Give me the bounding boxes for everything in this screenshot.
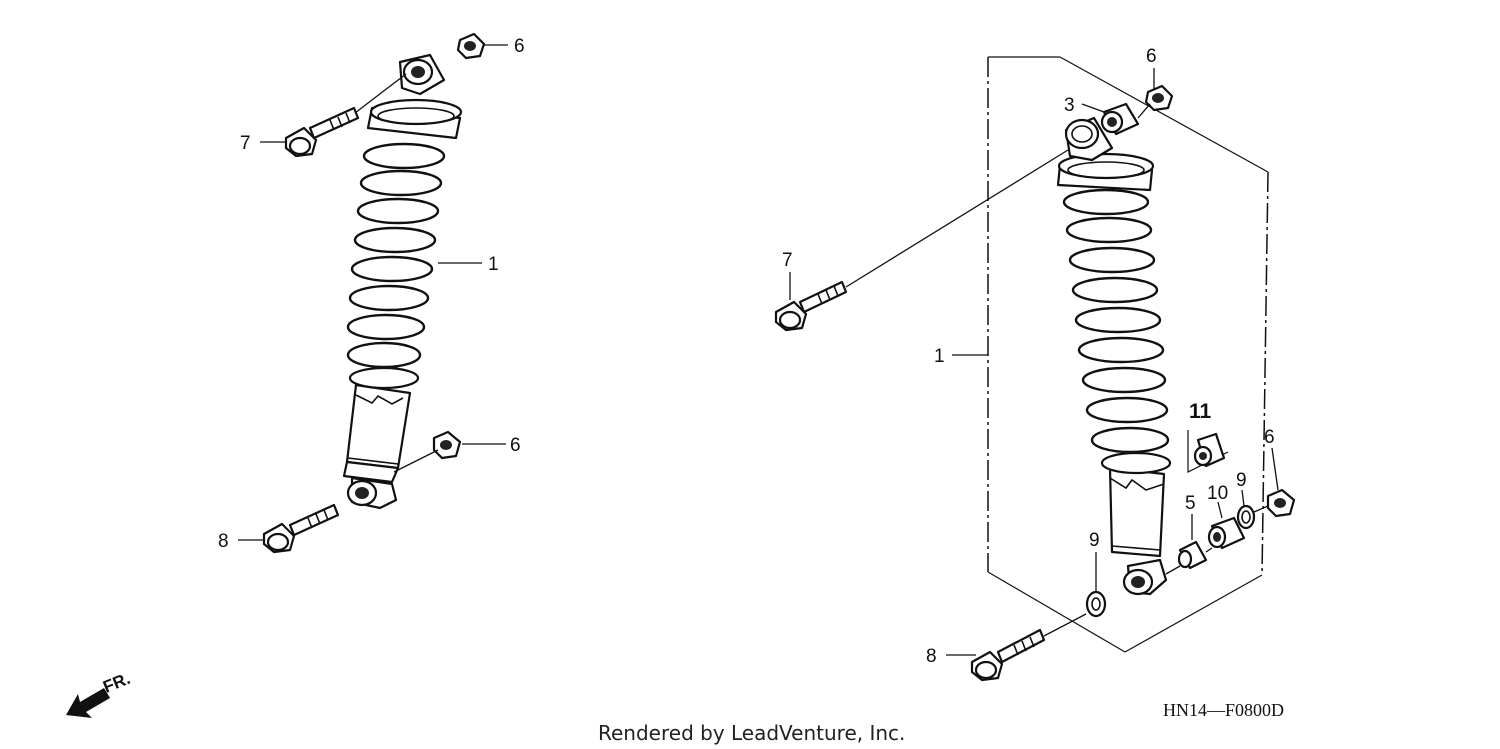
callout-right-bolt-top: 7 bbox=[782, 250, 793, 271]
callout-left-bolt-bottom: 8 bbox=[218, 531, 229, 552]
right-washer-outer[interactable] bbox=[1236, 504, 1256, 530]
kit-bushing-11[interactable] bbox=[1187, 430, 1229, 473]
right-top-bushing[interactable] bbox=[1100, 102, 1140, 136]
right-washer-inner[interactable] bbox=[1085, 590, 1107, 618]
left-bottom-flange-nut[interactable] bbox=[432, 430, 462, 460]
callout-right-kit: 11 bbox=[1189, 400, 1212, 423]
left-bottom-bolt[interactable] bbox=[262, 503, 340, 554]
callout-right-washer-outer: 9 bbox=[1236, 470, 1247, 491]
right-upper-eye bbox=[1064, 118, 1100, 150]
callout-right-bushing: 10 bbox=[1207, 483, 1228, 504]
callout-right-bushing-top: 3 bbox=[1064, 95, 1075, 116]
credit-text: Rendered by LeadVenture, Inc. bbox=[598, 721, 905, 745]
left-top-flange-nut[interactable] bbox=[456, 32, 486, 60]
callout-left-bolt-top: 7 bbox=[240, 133, 251, 154]
right-shock-absorber[interactable] bbox=[1056, 116, 1172, 596]
right-side-flange-nut[interactable] bbox=[1266, 488, 1296, 518]
callout-right-bolt-bottom: 8 bbox=[926, 646, 937, 667]
assembly-bracket-frame bbox=[987, 56, 1269, 653]
callout-right-assembly: 1 bbox=[934, 346, 945, 367]
diagram-code: HN14—F0800D bbox=[1163, 700, 1284, 720]
callout-right-nut-top: 6 bbox=[1146, 46, 1157, 67]
direction-label: FR. bbox=[100, 669, 133, 697]
callout-right-nut-side: 6 bbox=[1264, 427, 1275, 448]
left-top-bolt[interactable] bbox=[284, 106, 360, 158]
right-top-flange-nut[interactable] bbox=[1144, 84, 1174, 112]
left-coil-spring bbox=[346, 142, 446, 369]
right-bottom-bolt[interactable] bbox=[970, 628, 1046, 682]
right-bushing[interactable] bbox=[1207, 516, 1246, 550]
right-coil-spring bbox=[1062, 188, 1170, 454]
callout-left-shock: 1 bbox=[488, 254, 499, 275]
callout-right-collar: 5 bbox=[1185, 493, 1196, 514]
callout-left-nut-top: 6 bbox=[514, 36, 525, 57]
right-top-bolt[interactable] bbox=[774, 280, 848, 332]
callout-left-nut-bottom: 6 bbox=[510, 435, 521, 456]
callout-right-washer-inner: 9 bbox=[1089, 530, 1100, 551]
left-shock-absorber[interactable] bbox=[342, 53, 463, 510]
front-direction-arrow: FR. bbox=[66, 669, 133, 718]
right-collar[interactable] bbox=[1177, 540, 1208, 570]
